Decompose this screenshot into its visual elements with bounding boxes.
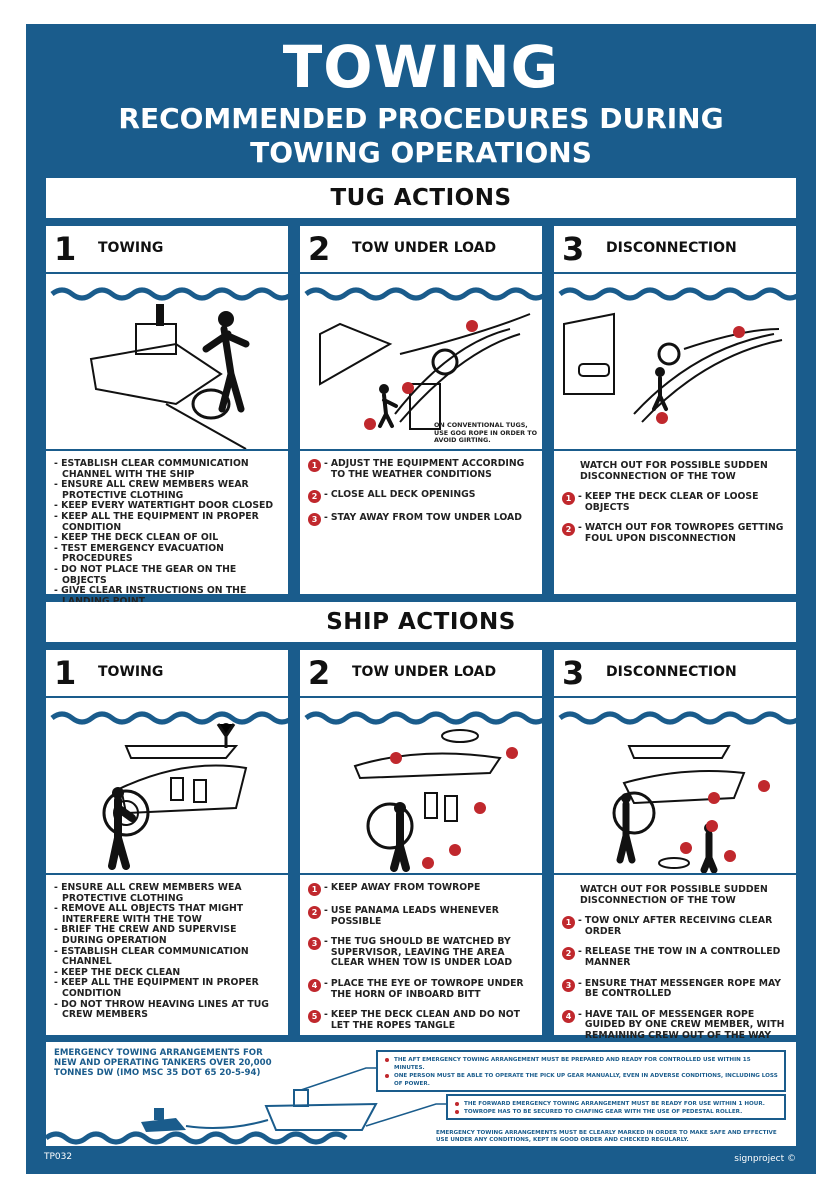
list-item: 1-KEEP AWAY FROM TOWROPE xyxy=(308,882,534,896)
list-item: 1-ADJUST THE EQUIPMENT ACCORDING TO THE … xyxy=(308,458,534,480)
marker-1-icon: 1 xyxy=(562,916,575,930)
ship-towing-text: ENSURE ALL CREW MEMBERS WEA PROTECTIVE C… xyxy=(46,875,288,1035)
emergency-note: EMERGENCY TOWING ARRANGEMENTS MUST BE CL… xyxy=(436,1130,777,1143)
list-item: KEEP EVERY WATERTIGHT DOOR CLOSED xyxy=(54,501,280,512)
marker-1-icon: 1 xyxy=(562,492,575,506)
ship-load-text: 1-KEEP AWAY FROM TOWROPE 2-USE PANAMA LE… xyxy=(300,875,542,1035)
step-number: 2 xyxy=(308,230,331,268)
step-label: TOWING xyxy=(98,240,164,256)
tug-panel-2-header: 2 TOW UNDER LOAD xyxy=(300,226,542,272)
marker-4-icon: 4 xyxy=(308,978,321,992)
step-label: TOWING xyxy=(98,664,164,680)
marker-5-icon: 5 xyxy=(308,1010,321,1024)
ship-disconnection-illustration xyxy=(554,698,796,873)
subtitle-line-1: RECOMMENDED PROCEDURES DURING xyxy=(118,102,724,135)
marker-3-icon: 3 xyxy=(308,937,321,951)
tug-towing-text: ESTABLISH CLEAR COMMUNICATION CHANNEL WI… xyxy=(46,451,288,607)
list-item: KEEP ALL THE EQUIPMENT IN PROPER CONDITI… xyxy=(54,511,280,533)
ship-disconnection-text: WATCH OUT FOR POSSIBLE SUDDEN DISCONNECT… xyxy=(554,875,796,1041)
ship-panel-3-header: 3 DISCONNECTION xyxy=(554,650,796,696)
list-item: KEEP ALL THE EQUIPMENT IN PROPER CONDITI… xyxy=(54,977,280,999)
marker-1-icon: 1 xyxy=(308,883,321,896)
marker-2-icon: 2 xyxy=(562,947,575,961)
list-item: ESTABLISH CLEAR COMMUNICATION CHANNEL xyxy=(54,946,280,968)
tug-load-text: 1-ADJUST THE EQUIPMENT ACCORDING TO THE … xyxy=(300,451,542,594)
subtitle-line-2: TOWING OPERATIONS xyxy=(250,136,592,169)
step-number: 1 xyxy=(54,230,77,268)
list-item: 4-HAVE TAIL OF MESSENGER ROPE GUIDED BY … xyxy=(562,1009,788,1042)
step-number: 2 xyxy=(308,654,331,692)
list-item: REMOVE ALL OBJECTS THAT MIGHT INTERFERE … xyxy=(54,903,280,925)
list-item: 2-RELEASE THE TOW IN A CONTROLLED MANNER xyxy=(562,947,788,968)
list-item: KEEP THE DECK CLEAN OF OIL xyxy=(54,533,280,544)
intro-text: WATCH OUT FOR POSSIBLE SUDDEN DISCONNECT… xyxy=(580,460,768,482)
list-item: 2-USE PANAMA LEADS WHENEVER POSSIBLE xyxy=(308,905,534,927)
list-item: 1-TOW ONLY AFTER RECEIVING CLEAR ORDER xyxy=(562,915,788,937)
step-label: DISCONNECTION xyxy=(606,240,737,256)
tug-load-caption: ON CONVENTIONAL TUGS, USE GOG ROPE IN OR… xyxy=(434,421,538,444)
main-title: TOWING xyxy=(282,33,560,101)
list-item: 2-CLOSE ALL DECK OPENINGS xyxy=(308,489,534,504)
list-item: 3-THE TUG SHOULD BE WATCHED BY SUPERVISO… xyxy=(308,936,534,969)
ship-load-illustration xyxy=(300,698,542,873)
brand-label: signproject © xyxy=(734,1154,796,1164)
emergency-title: EMERGENCY TOWING ARRANGEMENTS FOR NEW AN… xyxy=(54,1048,272,1078)
list-item: 3-ENSURE THAT MESSENGER ROPE MAY BE CONT… xyxy=(562,978,788,1000)
tug-panel-1-header: 1 TOWING xyxy=(46,226,288,272)
step-label: TOW UNDER LOAD xyxy=(352,664,497,680)
list-item: ESTABLISH CLEAR COMMUNICATION CHANNEL WI… xyxy=(54,458,280,480)
step-number: 3 xyxy=(562,654,585,692)
marker-1-icon: 1 xyxy=(308,459,321,472)
marker-3-icon: 3 xyxy=(562,978,575,992)
marker-3-icon: 3 xyxy=(308,513,321,527)
intro-text: WATCH OUT FOR POSSIBLE SUDDEN DISCONNECT… xyxy=(580,884,768,906)
ship-panel-1-header: 1 TOWING xyxy=(46,650,288,696)
list-item: TEST EMERGENCY EVACUATION PROCEDURES xyxy=(54,543,280,565)
list-item: BRIEF THE CREW AND SUPERVISE DURING OPER… xyxy=(54,925,280,946)
marker-2-icon: 2 xyxy=(308,490,321,504)
step-number: 1 xyxy=(54,654,77,692)
tug-actions-heading: TUG ACTIONS xyxy=(46,178,796,218)
ship-towing-illustration xyxy=(46,698,288,873)
ship-actions-heading: SHIP ACTIONS xyxy=(46,602,796,642)
list-item: ENSURE ALL CREW MEMBERS WEA PROTECTIVE C… xyxy=(54,882,280,904)
list-item: 5-KEEP THE DECK CLEAN AND DO NOT LET THE… xyxy=(308,1009,534,1031)
list-item: GIVE CLEAR INSTRUCTIONS ON THE LANDING P… xyxy=(54,585,280,607)
list-item: DO NOT PLACE THE GEAR ON THE OBJECTS xyxy=(54,564,280,586)
tug-towing-illustration xyxy=(46,274,288,449)
step-label: TOW UNDER LOAD xyxy=(352,240,497,256)
list-item: 2-WATCH OUT FOR TOWROPES GETTING FOUL UP… xyxy=(562,523,788,544)
step-label: DISCONNECTION xyxy=(606,664,737,680)
tug-panel-3-header: 3 DISCONNECTION xyxy=(554,226,796,272)
product-code: TP032 xyxy=(44,1152,73,1162)
list-item: ENSURE ALL CREW MEMBERS WEAR PROTECTIVE … xyxy=(54,479,280,501)
aft-arrangement-box: THE AFT EMERGENCY TOWING ARRANGEMENT MUS… xyxy=(376,1050,786,1092)
list-item: KEEP THE DECK CLEAN xyxy=(54,967,280,979)
ship-panel-2-header: 2 TOW UNDER LOAD xyxy=(300,650,542,696)
poster: TOWING RECOMMENDED PROCEDURES DURING TOW… xyxy=(26,24,816,1174)
emergency-towing-panel: EMERGENCY TOWING ARRANGEMENTS FOR NEW AN… xyxy=(46,1042,796,1146)
marker-4-icon: 4 xyxy=(562,1009,575,1023)
list-item: 1-KEEP THE DECK CLEAR OF LOOSE OBJECTS xyxy=(562,491,788,513)
tanker-illustration xyxy=(46,1067,446,1145)
forward-arrangement-box: THE FORWARD EMERGENCY TOWING ARRANGEMENT… xyxy=(446,1094,786,1120)
list-item: 3-STAY AWAY FROM TOW UNDER LOAD xyxy=(308,512,534,527)
tug-disconnection-illustration xyxy=(554,274,796,449)
list-item: 4-PLACE THE EYE OF TOWROPE UNDER THE HOR… xyxy=(308,978,534,1000)
step-number: 3 xyxy=(562,230,585,268)
list-item: DO NOT THROW HEAVING LINES AT TUG CREW M… xyxy=(54,999,280,1021)
marker-2-icon: 2 xyxy=(562,523,575,537)
marker-2-icon: 2 xyxy=(308,906,321,919)
tug-disconnection-text: WATCH OUT FOR POSSIBLE SUDDEN DISCONNECT… xyxy=(554,451,796,594)
tug-load-illustration: ON CONVENTIONAL TUGS, USE GOG ROPE IN OR… xyxy=(300,274,542,449)
